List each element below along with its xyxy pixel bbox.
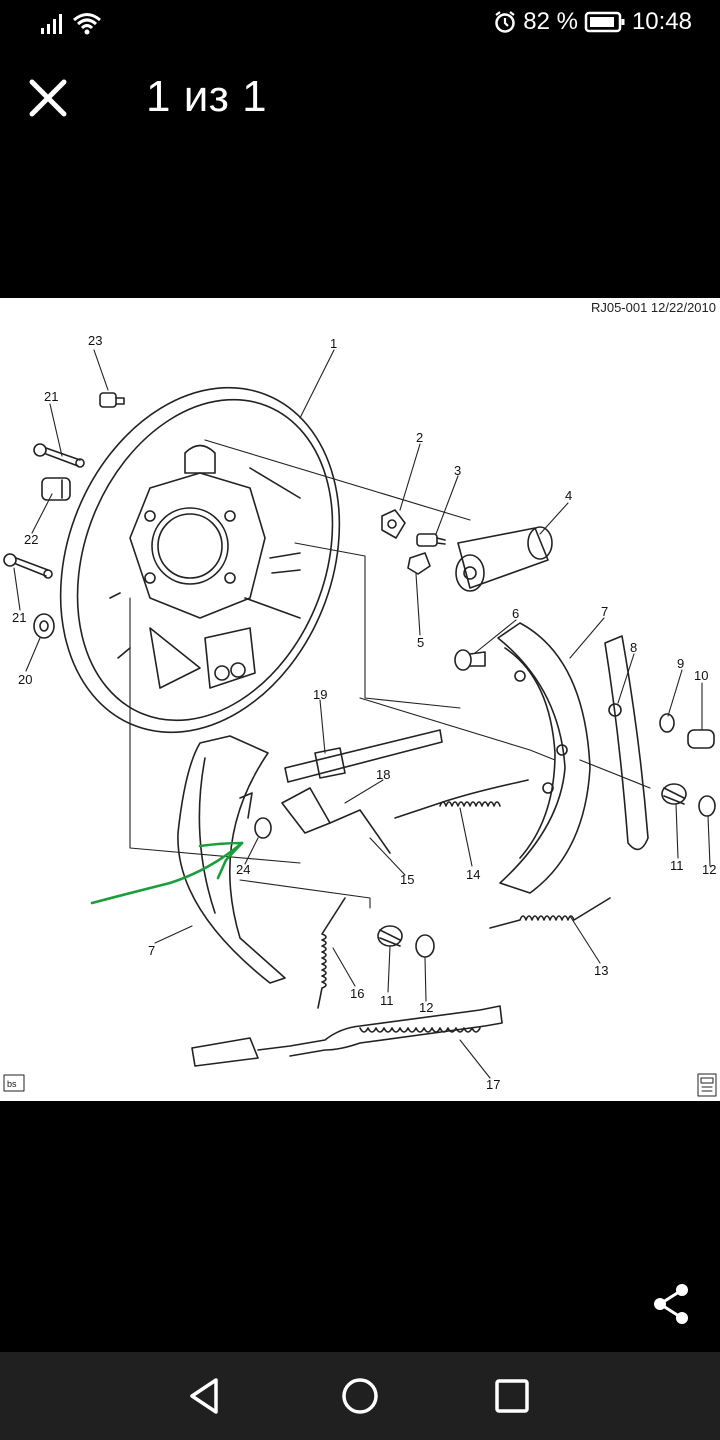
back-icon xyxy=(190,1378,218,1414)
wheel-cylinder-group xyxy=(381,509,553,592)
callout-label: 19 xyxy=(313,687,327,702)
callout-label: 7 xyxy=(601,604,608,619)
backing-plate xyxy=(59,386,341,734)
callout-label: 11 xyxy=(670,858,684,873)
callout-label: 12 xyxy=(702,862,716,877)
callout-label: 22 xyxy=(24,532,38,547)
callout-labels: 23 1 21 22 21 20 2 3 4 5 6 7 8 9 10 19 1… xyxy=(12,333,716,1092)
diagram-header: RJ05-001 12/22/2010 xyxy=(591,300,716,315)
corner-label: bs xyxy=(7,1079,17,1089)
callout-label: 4 xyxy=(565,488,572,503)
recents-icon xyxy=(495,1379,529,1413)
callout-label: 12 xyxy=(419,1000,433,1015)
status-left xyxy=(40,12,102,36)
callout-label: 9 xyxy=(677,656,684,671)
callout-label: 5 xyxy=(417,635,424,650)
callout-label: 11 xyxy=(380,993,394,1008)
callout-label: 10 xyxy=(694,668,708,683)
callout-label: 23 xyxy=(88,333,102,348)
battery-percent: 82 % xyxy=(523,8,578,35)
nav-back-button[interactable] xyxy=(182,1372,230,1420)
status-right: 82 % 10:48 xyxy=(493,8,692,36)
system-navigation-bar xyxy=(0,1352,720,1440)
callout-leaders xyxy=(13,349,711,1079)
callout-label: 16 xyxy=(350,986,364,1001)
brake-parts-diagram: RJ05-001 12/22/2010 xyxy=(3,300,717,1097)
left-brake-shoe xyxy=(177,735,286,984)
callout-label: 18 xyxy=(376,767,390,782)
right-brake-shoe xyxy=(454,622,716,894)
share-icon xyxy=(654,1284,688,1324)
callout-label: 13 xyxy=(594,963,608,978)
viewer-toolbar: 1 из 1 xyxy=(0,50,720,150)
callout-label: 20 xyxy=(18,672,32,687)
parking-brake-cable xyxy=(191,1005,503,1067)
battery-icon xyxy=(584,11,625,33)
callout-label: 2 xyxy=(416,430,423,445)
share-button[interactable] xyxy=(650,1282,694,1326)
page-counter-title: 1 из 1 xyxy=(146,72,268,121)
wifi-icon xyxy=(73,13,101,35)
close-icon xyxy=(29,79,67,117)
nav-recents-button[interactable] xyxy=(488,1372,536,1420)
signal-icon xyxy=(41,14,62,34)
callout-label: 24 xyxy=(236,862,250,877)
callout-label: 1 xyxy=(330,336,337,351)
nav-home-button[interactable] xyxy=(336,1372,384,1420)
callout-label: 21 xyxy=(44,389,58,404)
close-button[interactable] xyxy=(24,74,72,122)
annotation-arrow xyxy=(90,841,244,905)
callout-label: 8 xyxy=(630,640,637,655)
callout-label: 7 xyxy=(148,943,155,958)
corner-badge xyxy=(3,1074,25,1092)
reference-lines xyxy=(129,439,651,909)
clock: 10:48 xyxy=(631,8,692,35)
adjuster-and-springs xyxy=(254,729,611,929)
callout-label: 3 xyxy=(454,463,461,478)
left-fasteners xyxy=(3,392,125,639)
callout-label: 17 xyxy=(486,1077,500,1092)
home-icon xyxy=(342,1378,378,1414)
document-icon xyxy=(697,1073,717,1097)
callout-label: 21 xyxy=(12,610,26,625)
callout-label: 14 xyxy=(466,867,480,882)
status-bar: 82 % 10:48 xyxy=(0,0,720,50)
alarm-icon xyxy=(495,11,515,33)
callout-label: 15 xyxy=(400,872,414,887)
image-viewer[interactable]: RJ05-001 12/22/2010 xyxy=(0,298,720,1101)
callout-label: 6 xyxy=(512,606,519,621)
